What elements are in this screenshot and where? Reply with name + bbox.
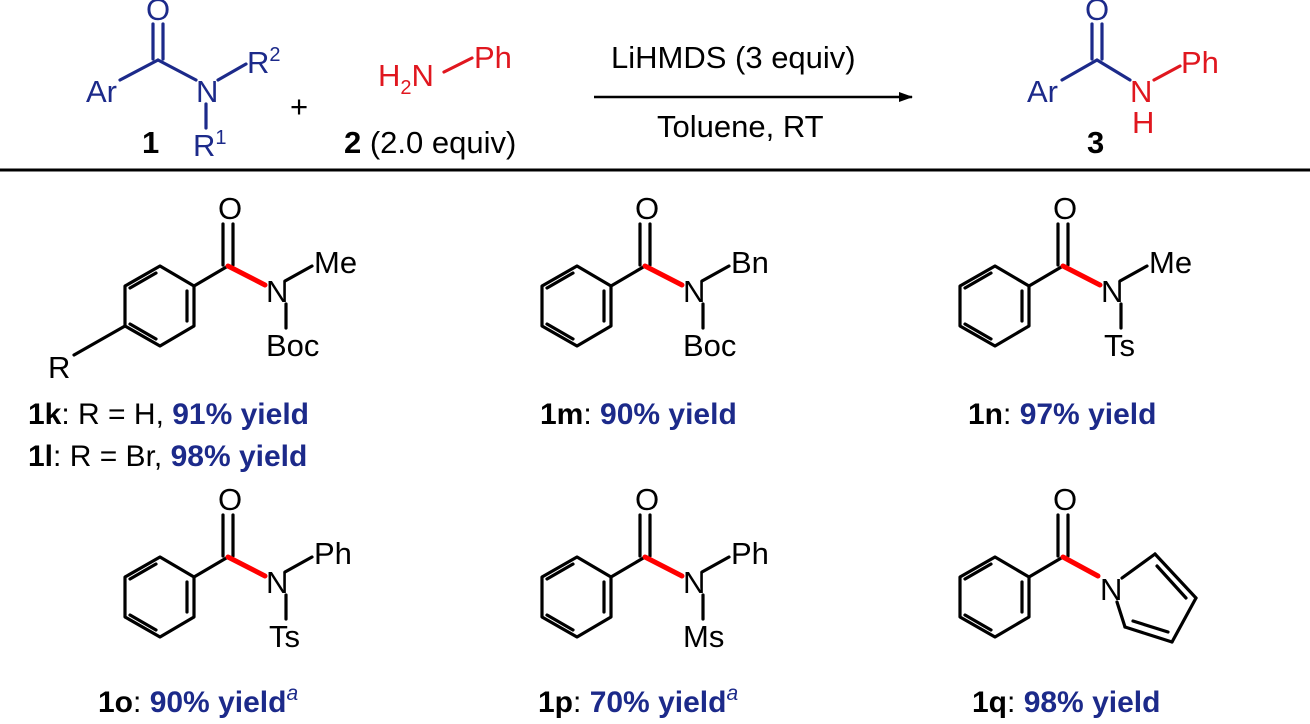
para-substituent-R: R [48,350,70,385]
n-protecting-group: Boc [266,328,319,363]
caption-1q: 1q: 98% yield [972,686,1160,719]
atom-Ar: Ar [1027,74,1058,109]
n-substituent: Me [314,245,357,280]
conditions-above: LiHMDS (3 equiv) [611,40,856,75]
product-amide: O Ar N H Ph 3 [1027,0,1219,160]
reaction-arrow: LiHMDS (3 equiv) Toluene, RT [594,40,913,144]
pyrrole-nitrogen: N [1100,572,1122,607]
substrate-1m-structure: O N Bn Boc [540,191,769,363]
phenyl-label: Ph [474,40,512,75]
caption-1o: 1o: 90% yielda [98,682,298,719]
caption-1p: 1p: 70% yielda [538,682,738,719]
plus-sign: + [290,89,308,124]
substituent-R1: R1 [193,127,227,163]
atom-O: O [1053,191,1077,226]
atom-O: O [218,482,242,517]
compound-number-1: 1 [142,125,159,160]
phenyl-label: Ph [1181,45,1219,80]
atom-H: H [1132,105,1154,140]
atom-N: N [683,274,705,309]
substrate-1k-structure: O N Me Boc R [48,191,357,385]
substrate-1p-structure: O N Ph Ms [540,482,769,654]
reagent-2-label: 2 (2.0 equiv) [344,125,516,160]
substrate-1n-structure: O N Me Ts [958,191,1192,363]
atom-N: N [196,74,218,109]
atom-N: N [266,565,288,600]
atom-O: O [218,191,242,226]
reactant-2-aniline: H2N Ph 2 (2.0 equiv) [344,40,516,160]
atom-O: O [1053,482,1077,517]
atom-O: O [635,191,659,226]
atom-H2N: H2N [378,58,434,99]
substrate-1o-structure: O N Ph Ts [123,482,352,654]
atom-Ar: Ar [86,74,117,109]
n-substituent: Bn [731,245,769,280]
atom-O: O [1085,0,1109,27]
conditions-below: Toluene, RT [657,109,824,144]
substituent-R2: R2 [247,44,281,80]
caption-1l: 1l: R = Br, 98% yield [28,440,307,473]
n-protecting-group: Boc [683,328,736,363]
n-protecting-group: Ts [269,619,300,654]
caption-1n: 1n: 97% yield [968,398,1156,431]
n-substituent: Me [1149,245,1192,280]
compound-number-3: 3 [1087,125,1104,160]
n-protecting-group: Ms [683,619,724,654]
n-substituent: Ph [314,536,352,571]
n-substituent: Ph [731,536,769,571]
n-protecting-group: Ts [1104,328,1135,363]
reactant-1-amide: O Ar N R2 R1 1 [86,0,281,163]
atom-O: O [146,0,170,27]
atom-N: N [1101,274,1123,309]
caption-1m: 1m: 90% yield [540,398,737,431]
substrate-1q-structure: O N [958,482,1198,644]
atom-N: N [683,565,705,600]
atom-N: N [266,274,288,309]
caption-1k: 1k: R = H, 91% yield [28,398,309,431]
atom-N: N [1130,74,1152,109]
atom-O: O [635,482,659,517]
